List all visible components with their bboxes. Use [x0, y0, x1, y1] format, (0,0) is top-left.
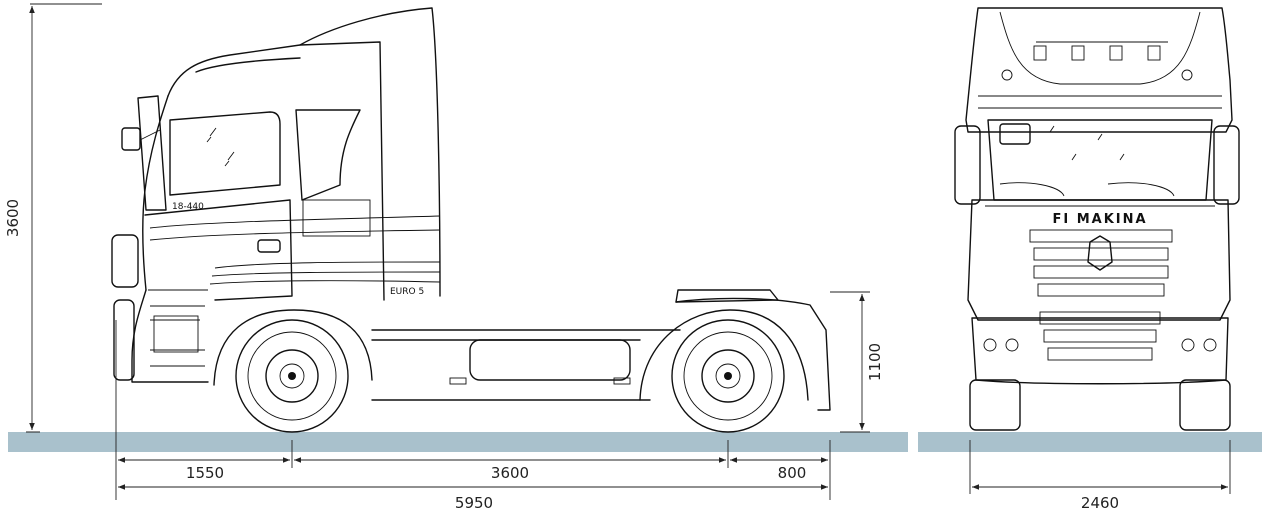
- rear-wheel: [671, 319, 785, 433]
- ground-strip-side: [8, 432, 908, 452]
- dimension-overall-width: 2460: [969, 440, 1231, 512]
- dimension-wheelbase: 3600: [294, 457, 726, 482]
- dim-fifth-wheel-height-label: 1100: [866, 343, 884, 381]
- dim-front-overhang-label: 1550: [186, 464, 224, 482]
- dimension-rear-overhang: 800: [730, 457, 828, 482]
- dim-overall-length-label: 5950: [455, 494, 493, 512]
- truck-front-view: FI MAKINA: [954, 7, 1240, 431]
- dim-overall-width-label: 2460: [1081, 494, 1119, 512]
- truck-side-view: 18-440 EURO 5: [111, 7, 831, 433]
- dimension-total-height: 3600: [4, 3, 102, 433]
- dimension-overall-length: 5950: [118, 484, 828, 512]
- grille-brand-text: FI MAKINA: [1052, 212, 1147, 227]
- dim-total-height-label: 3600: [4, 199, 22, 237]
- dim-wheelbase-label: 3600: [491, 464, 529, 482]
- emission-badge: EURO 5: [390, 287, 424, 297]
- dimension-front-overhang: 1550: [118, 457, 290, 482]
- dim-rear-overhang-label: 800: [778, 464, 807, 482]
- dimension-fifth-wheel-height: 1100: [830, 291, 884, 433]
- ground-strip-front: [918, 432, 1262, 452]
- cab-door-model: 18-440: [172, 202, 204, 212]
- front-wheel: [235, 319, 349, 433]
